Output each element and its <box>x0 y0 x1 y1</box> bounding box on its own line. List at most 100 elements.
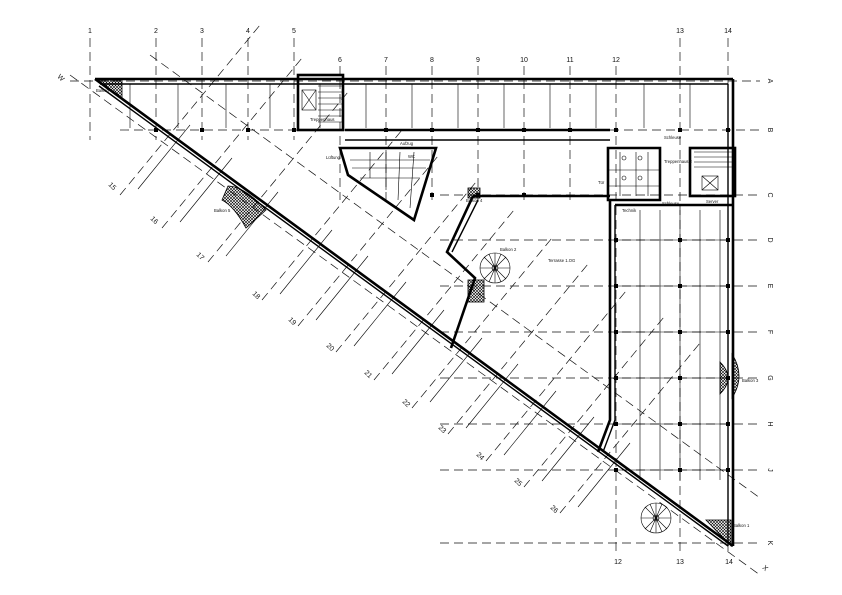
column <box>568 128 572 132</box>
partition-diagonal <box>137 124 191 190</box>
axis-label-bottom-13: 13 <box>676 559 684 566</box>
partition-diagonal <box>315 255 369 321</box>
balconies <box>221 185 740 534</box>
axis-labels-bottom: 12 13 14 <box>614 559 733 566</box>
axis-label-14: 14 <box>724 28 732 35</box>
column <box>614 376 618 380</box>
axis-label-18: 18 <box>251 290 262 301</box>
axis-labels-diagonal: 15 16 17 18 19 20 21 22 23 24 25 26 W X <box>56 73 769 572</box>
grid-line-facade-inner <box>149 54 761 499</box>
grid-line-diagonal <box>335 181 477 353</box>
label-balkon5: Balkon 5 <box>214 208 231 213</box>
label-wc: WC <box>408 154 415 159</box>
column <box>154 128 158 132</box>
axis-label-7: 7 <box>384 57 388 64</box>
axis-label-8: 8 <box>430 57 434 64</box>
column <box>726 468 730 472</box>
partition-diagonal <box>353 281 407 347</box>
axis-label-13: 13 <box>676 28 684 35</box>
sanitary-block <box>338 146 438 223</box>
partition-diagonal <box>503 390 557 456</box>
axis-label-11: 11 <box>566 57 573 64</box>
axis-label-15: 15 <box>107 181 118 192</box>
column <box>522 193 526 197</box>
label-treppenhaus: Treppenhaus <box>310 117 335 122</box>
label-treppenhaus2: Treppenhaus 2 <box>664 159 693 164</box>
grid-line-diagonal <box>447 263 589 435</box>
column <box>726 238 730 242</box>
axis-label-2: 2 <box>154 28 158 35</box>
spiral-stair-terrace <box>479 252 511 284</box>
balcony-east-shape <box>731 352 740 400</box>
partition-diagonal <box>429 337 483 403</box>
column <box>614 238 618 242</box>
column <box>292 128 296 132</box>
axis-label-W: W <box>56 73 66 83</box>
balcony-5-shape <box>221 185 267 229</box>
grid-line-diagonal <box>373 209 515 381</box>
column <box>726 330 730 334</box>
axis-label-3: 3 <box>200 28 204 35</box>
grid-line-diagonal <box>297 155 439 327</box>
label-balkon6: Balkon 6 <box>96 88 113 93</box>
grid-line-facade <box>69 74 761 576</box>
grid-line-diagonal <box>485 290 627 462</box>
axis-grid <box>69 24 761 576</box>
column <box>200 128 204 132</box>
column <box>476 128 480 132</box>
terrace-wall-left <box>445 195 477 349</box>
wc-block <box>606 146 662 202</box>
stair-treads <box>301 79 732 191</box>
axis-label-12: 12 <box>612 57 620 64</box>
label-balkon1: Balkon 1 <box>733 523 750 528</box>
label-terrasse: Terrasse 1.OG <box>548 258 575 263</box>
axis-label-C: C <box>766 192 773 197</box>
axis-label-J: J <box>766 468 773 472</box>
label-lueftung: Lüftung <box>326 155 341 160</box>
grid-line-diagonal <box>119 24 261 196</box>
inner-facade-diagonal <box>98 85 729 547</box>
axis-label-A: A <box>766 79 773 84</box>
column <box>614 330 618 334</box>
axis-label-5: 5 <box>292 28 296 35</box>
partition-diagonal <box>541 416 595 482</box>
label-technik: Technik <box>622 208 637 213</box>
axis-label-bottom-14: 14 <box>725 559 733 566</box>
label-aufzug: Aufzug <box>400 141 414 146</box>
label-schleuse: Schleuse <box>662 201 680 206</box>
grid-line-diagonal <box>411 237 553 409</box>
axis-label-19: 19 <box>287 316 298 327</box>
axis-label-26: 26 <box>549 504 560 515</box>
axis-label-bottom-12: 12 <box>614 559 622 566</box>
terrace-wall-right-inner <box>602 205 616 453</box>
axis-label-24: 24 <box>475 451 486 462</box>
partition-diagonal <box>465 363 519 429</box>
axis-label-25: 25 <box>513 477 524 488</box>
axis-label-20: 20 <box>325 342 336 353</box>
terrace-wall-left-inner <box>451 199 479 253</box>
label-balkon2: Balkon 2 <box>500 247 517 252</box>
axis-label-E: E <box>766 284 773 289</box>
axis-label-6: 6 <box>338 57 342 64</box>
column <box>614 284 618 288</box>
spiral-stair-south <box>640 502 672 534</box>
room-labels: Treppenhaus Treppenhaus 2 Server Technik… <box>96 88 759 528</box>
column <box>726 422 730 426</box>
building-outline <box>94 73 737 548</box>
axis-label-10: 10 <box>520 57 528 64</box>
column <box>246 128 250 132</box>
label-server: Server <box>706 199 719 204</box>
outer-wall-diagonal <box>94 77 734 548</box>
axis-label-F: F <box>766 330 773 334</box>
grid-line-diagonal <box>559 342 701 514</box>
partition-diagonal <box>577 442 631 508</box>
hatched-core-terrace <box>467 279 485 303</box>
axis-label-16: 16 <box>149 215 160 226</box>
partition-diagonal <box>179 157 233 223</box>
axis-label-1: 1 <box>88 28 92 35</box>
hatched-elements <box>96 79 732 547</box>
column <box>522 128 526 132</box>
grid-line-diagonal <box>523 316 665 488</box>
stair-core-north <box>296 73 345 132</box>
